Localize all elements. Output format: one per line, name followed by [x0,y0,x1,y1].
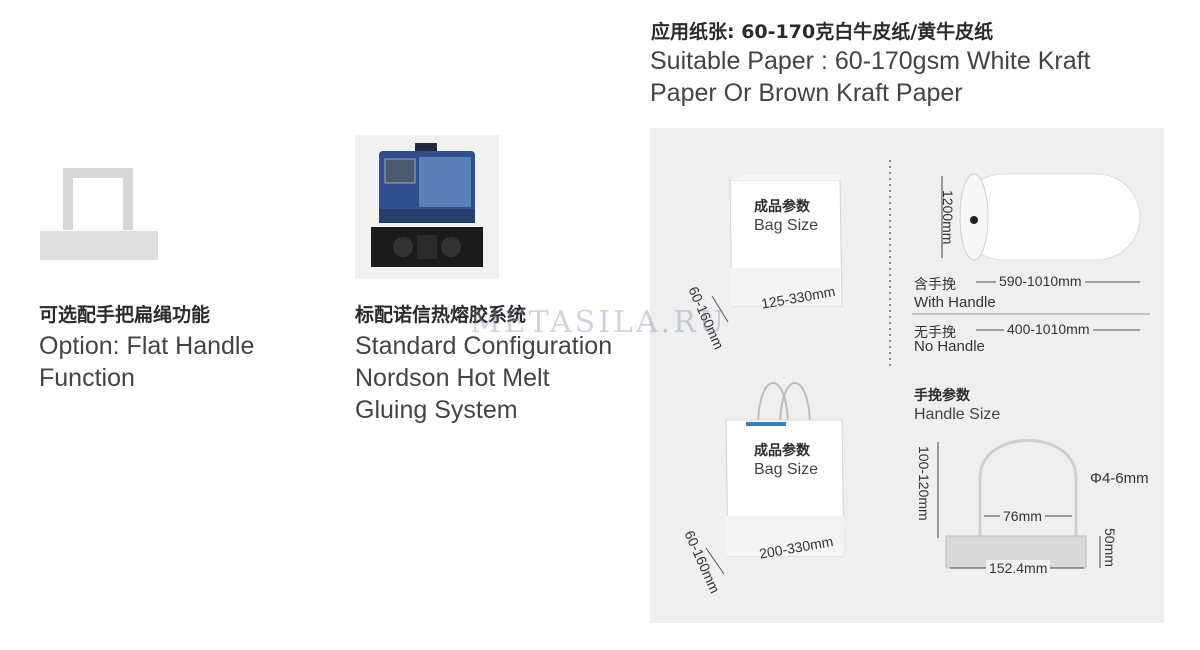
option-title-cn: 可选配手把扁绳功能 [39,304,211,326]
bag1-size-cn: 成品参数 [754,199,810,215]
spec-panel: 成品参数 Bag Size 125-330mm 60-160mm 成品参数 Ba… [650,128,1164,623]
option-title-en-line2: Function [39,364,135,392]
handle-diameter-dim: Φ4-6mm [1090,470,1149,487]
with-handle-en: With Handle [914,294,996,311]
bag2-size-en: Bag Size [754,461,819,478]
bag1-size-en: Bag Size [754,217,819,234]
roll-height-dim: 1200mm [940,190,956,245]
handle-height-dim: 100-120mm [916,446,932,521]
standard-title-en-line2: Nordson Hot Melt [355,364,550,392]
paper-title-cn: 应用纸张: 60-170克白牛皮纸/黄牛皮纸 [651,21,994,43]
standard-title-cn: 标配诺信热熔胶系统 [355,304,527,326]
paper-title-en-line1: Suitable Paper : 60-170gsm White Kraft [650,47,1091,75]
standard-title-en-line1: Standard Configuration [355,332,613,360]
patch-height-dim: 50mm [1102,528,1118,567]
standard-title-en-line3: Gluing System [355,396,518,424]
bag2-size-cn: 成品参数 [754,443,810,459]
with-handle-cn: 含手挽 [914,277,956,293]
no-handle-en: No Handle [914,338,985,355]
patch-width-dim: 152.4mm [986,560,1051,576]
standard-title-en: Standard Configuration Nordson Hot Melt … [355,330,645,426]
no-handle-cn: 无手挽 [914,325,956,341]
flat-handle-illustration [40,168,158,260]
no-handle-range: 400-1010mm [1004,321,1093,337]
handle-size-en: Handle Size [914,406,1001,423]
option-title-en-line1: Option: Flat Handle [39,332,255,360]
with-handle-range: 590-1010mm [996,273,1085,289]
option-title-en: Option: Flat Handle Function [39,330,299,394]
nordson-machine-photo [355,135,499,279]
spec-drawings [705,160,1150,575]
handle-size-cn: 手挽参数 [914,388,970,404]
paper-title-en: Suitable Paper : 60-170gsm White Kraft P… [650,45,1150,109]
paper-title-en-line2: Paper Or Brown Kraft Paper [650,79,963,107]
handle-spacing-dim: 76mm [1000,508,1045,524]
